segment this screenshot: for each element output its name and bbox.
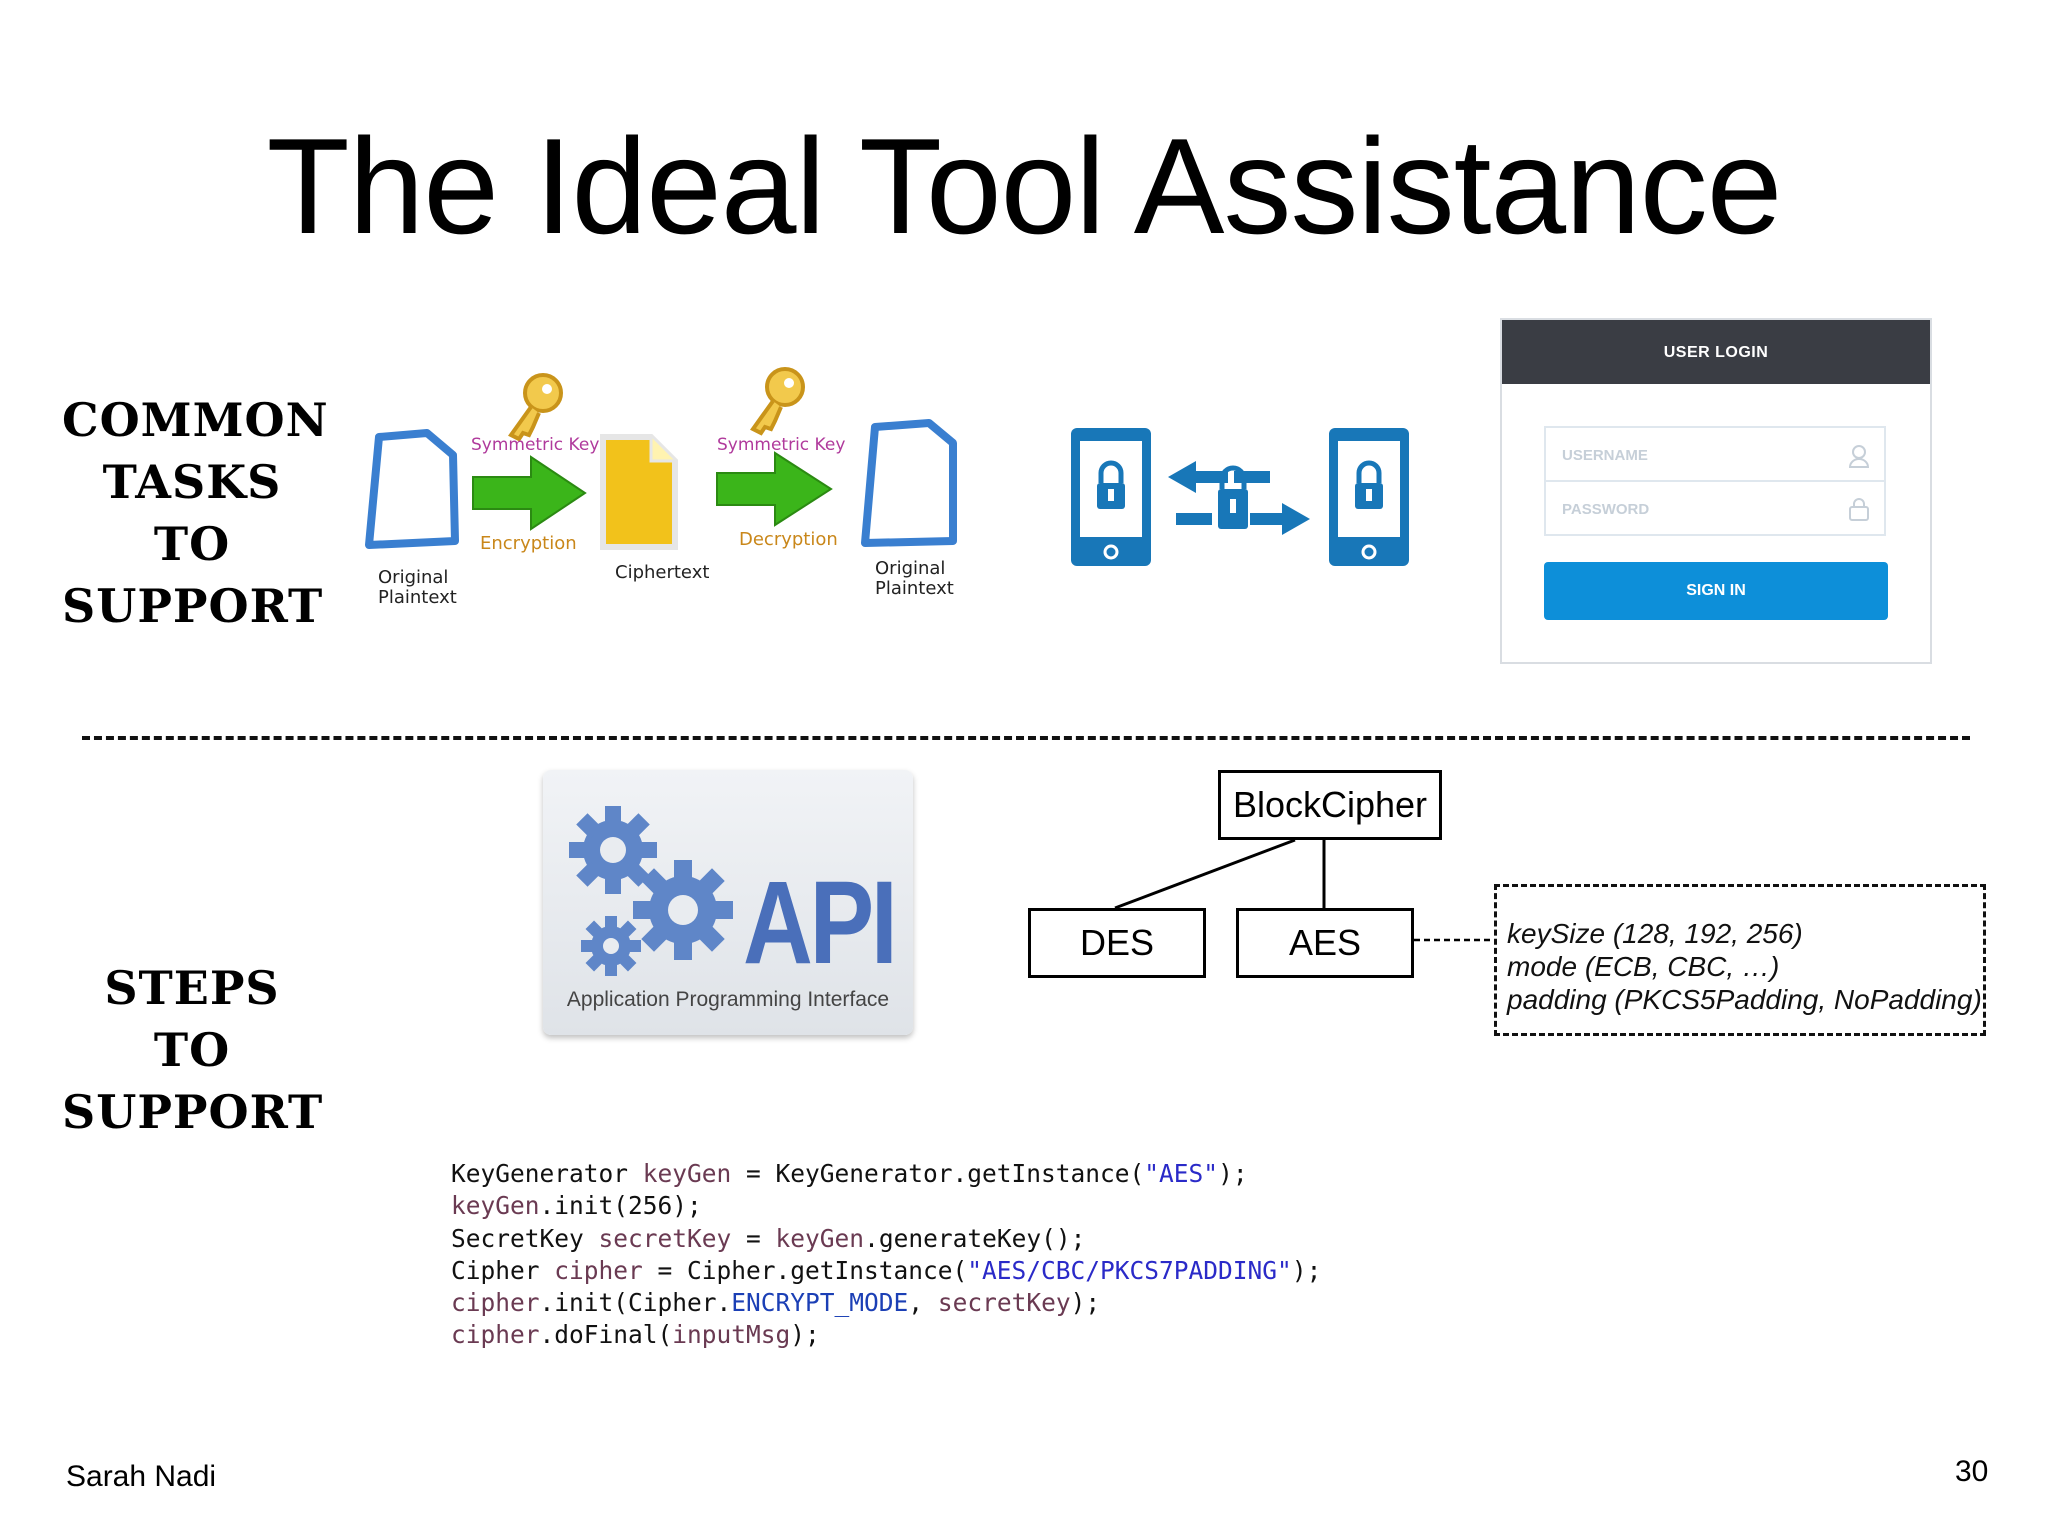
ciphertext-document-icon: [600, 434, 678, 550]
api-word: API: [743, 857, 898, 989]
phone-lock-icon: [1329, 428, 1409, 566]
login-header: USER LOGIN: [1502, 320, 1930, 384]
plaintext-document-icon: [365, 429, 459, 549]
lock-icon: [1849, 498, 1869, 521]
api-graphic: API Application Programming Interface: [543, 770, 913, 1035]
ciphertext-label: Ciphertext: [615, 562, 710, 583]
note-line: padding (PKCS5Padding, NoPadding): [1507, 984, 1982, 1015]
uml-connectors: [1114, 838, 1494, 942]
label-line: Plaintext: [378, 587, 457, 608]
encryption-graphic: [365, 367, 957, 550]
common-tasks-line: COMMON: [62, 393, 329, 447]
label-line: Original: [875, 558, 946, 579]
page-number: 30: [1955, 1455, 1989, 1488]
user-icon: [1848, 445, 1870, 468]
blockcipher-class: BlockCipher: [1218, 770, 1442, 840]
section-divider: [82, 736, 1970, 740]
common-tasks-line: TO: [153, 517, 231, 571]
common-tasks-line: TASKS: [102, 455, 282, 509]
encryption-label: Encryption: [480, 533, 577, 554]
code-line: KeyGenerator keyGen = KeyGenerator.getIn…: [451, 1159, 1248, 1188]
secure-transfer-graphic: [1068, 425, 1413, 570]
footer-author: Sarah Nadi: [66, 1460, 217, 1493]
code-line: Cipher cipher = Cipher.getInstance("AES/…: [451, 1255, 1322, 1285]
user-login-form: USER LOGIN USERNAME PASSWORD SIGN IN: [1500, 318, 1932, 664]
original-plaintext-label: Original Plaintext: [875, 559, 954, 599]
exchange-lock-icon: [1168, 461, 1310, 535]
password-placeholder: PASSWORD: [1562, 501, 1650, 518]
symmetric-encryption-diagram: Symmetric Key Symmetric Key Encryption D…: [355, 355, 975, 615]
slide-title: The Ideal Tool Assistance: [266, 110, 1783, 262]
original-plaintext-label: Original Plaintext: [378, 568, 457, 608]
label-line: Plaintext: [875, 578, 954, 599]
steps-line: SUPPORT: [62, 1085, 324, 1139]
code-line: cipher.doFinal(inputMsg);: [451, 1320, 820, 1350]
symmetric-key-label: Symmetric Key: [471, 435, 600, 455]
key-icon: [750, 367, 805, 436]
block-cipher-uml: BlockCipher DES AES: [1020, 768, 2020, 1068]
phone-lock-icon: [1071, 428, 1151, 566]
username-field[interactable]: USERNAME: [1544, 426, 1886, 482]
aes-class: AES: [1236, 908, 1414, 978]
label-line: Original: [378, 567, 449, 588]
password-field[interactable]: PASSWORD: [1544, 480, 1886, 536]
gears-icon: [569, 806, 733, 976]
api-subtitle: Application Programming Interface: [566, 988, 890, 1011]
steps-line: STEPS: [104, 961, 280, 1015]
sign-in-button[interactable]: SIGN IN: [1544, 562, 1888, 620]
note-line: keySize (128, 192, 256): [1507, 918, 1803, 949]
arrow-right-icon: [716, 451, 833, 527]
steps-label: STEPS TO SUPPORT: [62, 957, 322, 1143]
des-class: DES: [1028, 908, 1206, 978]
common-tasks-label: COMMON TASKS TO SUPPORT: [62, 389, 329, 637]
note-line: mode (ECB, CBC, …): [1507, 951, 1780, 982]
code-line: cipher.init(Cipher.ENCRYPT_MODE, secretK…: [451, 1288, 1101, 1318]
common-tasks-line: SUPPORT: [62, 579, 324, 633]
username-placeholder: USERNAME: [1562, 447, 1648, 464]
code-snippet: KeyGenerator keyGen = KeyGenerator.getIn…: [451, 1158, 1321, 1352]
arrow-right-icon: [472, 455, 587, 531]
key-icon: [508, 373, 563, 442]
plaintext-document-icon: [861, 419, 957, 547]
aes-options-note: keySize (128, 192, 256) mode (ECB, CBC, …: [1494, 884, 1986, 1036]
code-line: SecretKey secretKey = keyGen.generateKey…: [451, 1223, 1086, 1253]
symmetric-key-label: Symmetric Key: [717, 435, 846, 455]
code-line: keyGen.init(256);: [451, 1191, 702, 1221]
steps-line: TO: [153, 1023, 231, 1077]
decryption-label: Decryption: [739, 529, 838, 550]
